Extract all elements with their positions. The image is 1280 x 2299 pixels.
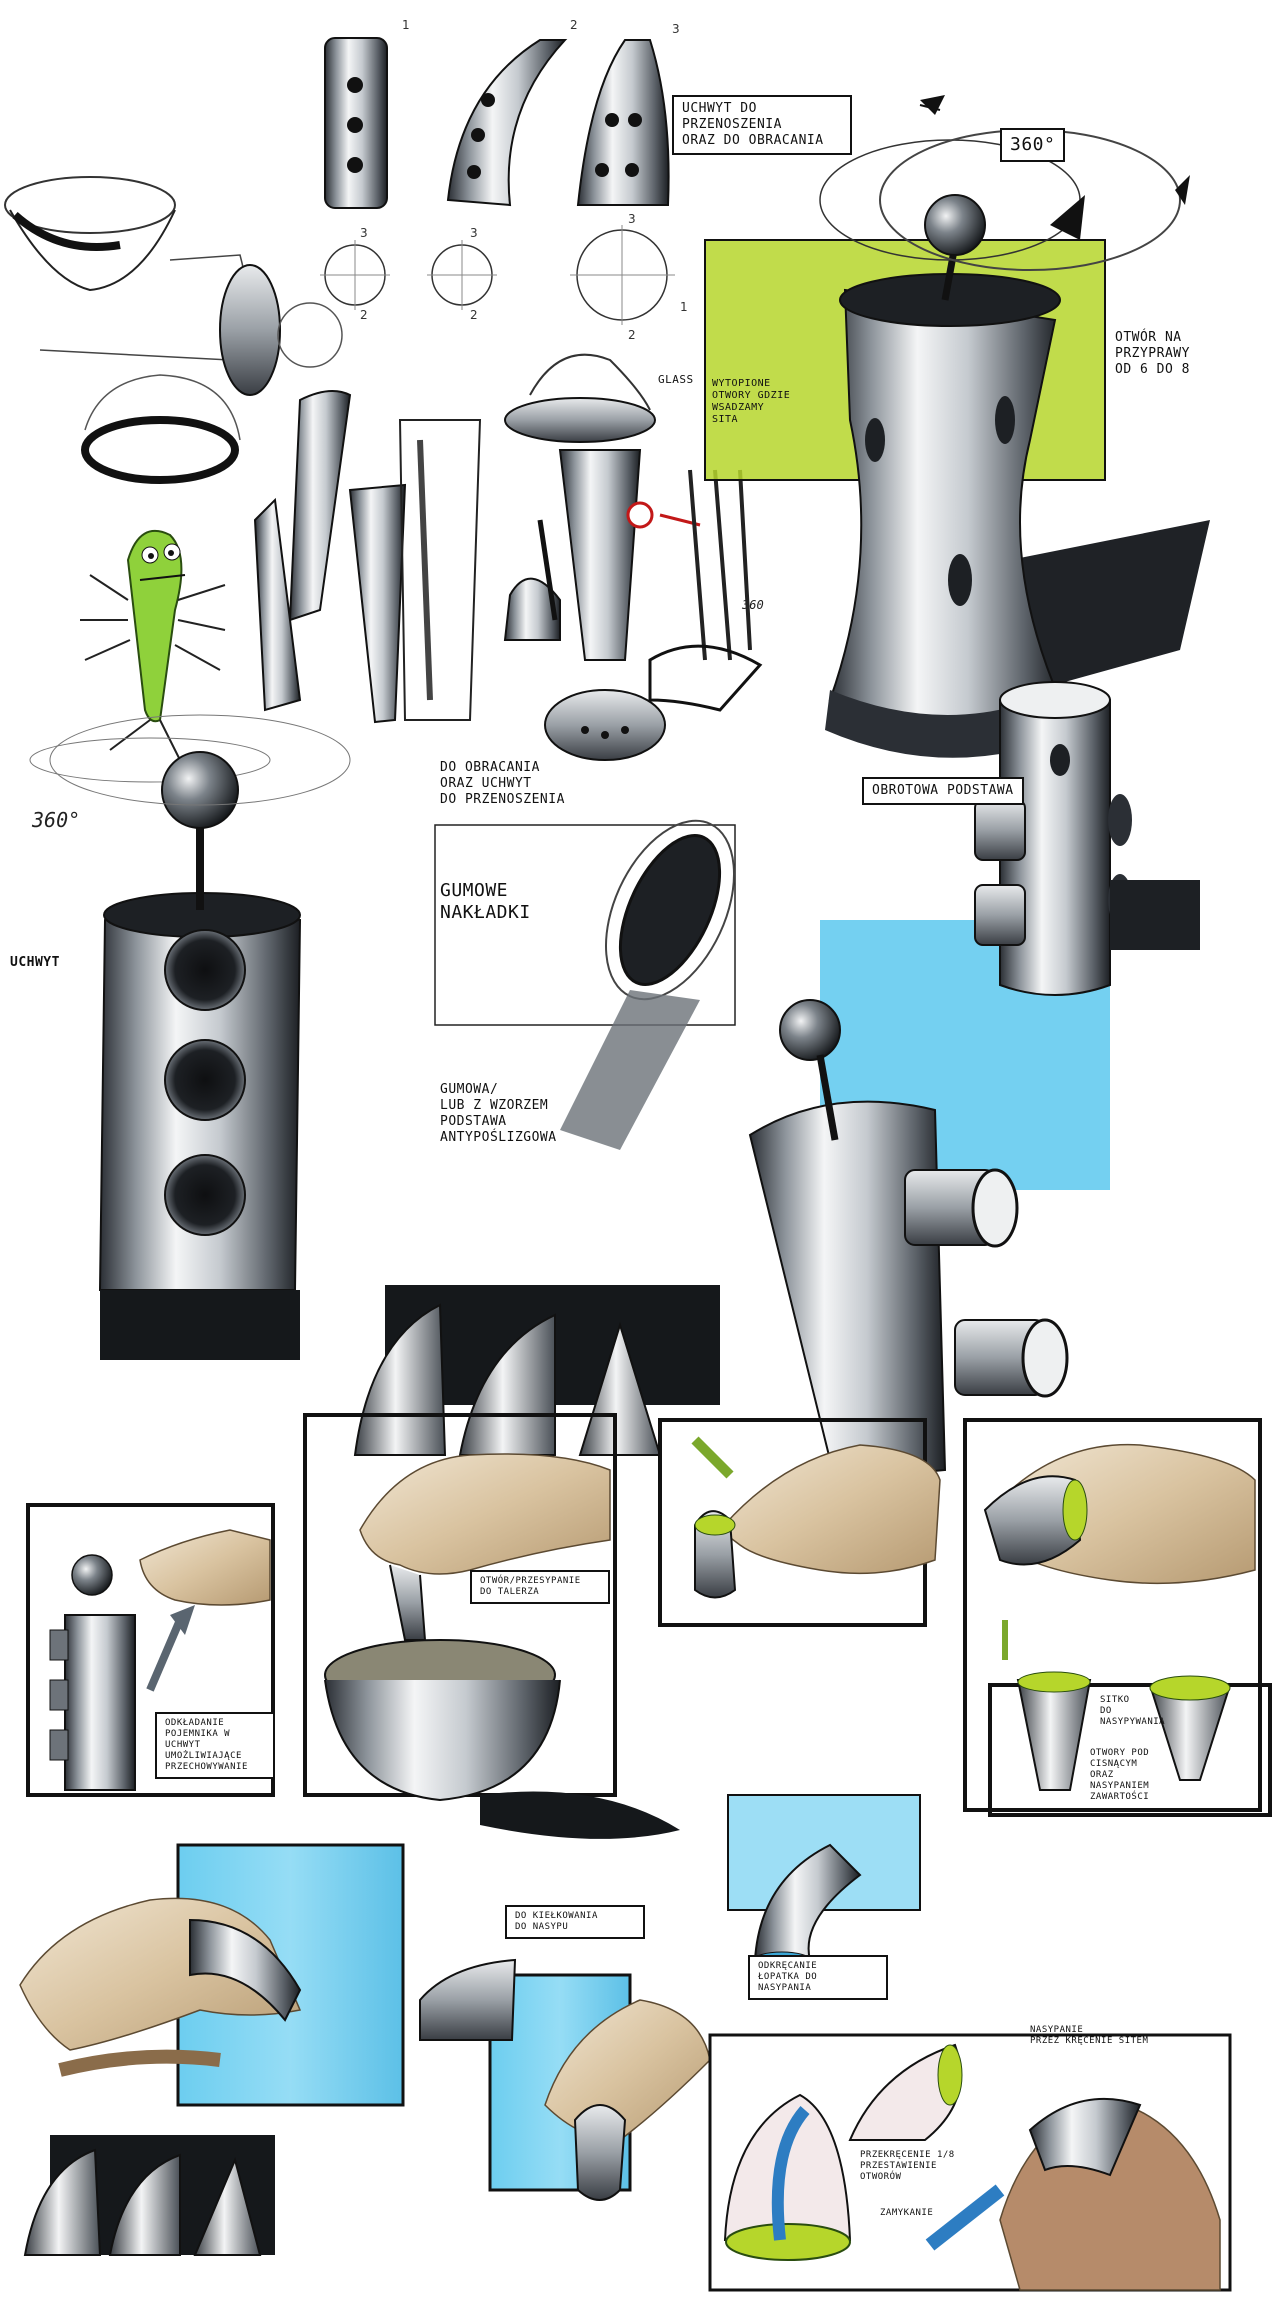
hand-bowl-scene <box>303 1413 680 1839</box>
label-pinch-note: DO KIEŁKOWANIA DO NASYPU <box>505 1905 645 1939</box>
label-360-small: 360 <box>742 598 764 612</box>
label-pour-note-2: ODKRĘCANIE ŁOPATKA DO NASYPANIA <box>748 1955 888 2000</box>
bowl-sketch <box>4 176 343 484</box>
tall-sketches-row <box>253 353 763 761</box>
label-rubber-base: GUMOWA/ LUB Z WZORZEM PODSTAWA ANTYPOŚLI… <box>440 1082 557 1145</box>
blue-tilt-panel <box>419 1958 711 2201</box>
label-twist-close: ZAMYKANIE <box>880 2208 934 2218</box>
label-pour-note: OTWÓR/PRZESYPANIE DO TALERZA <box>470 1570 610 1604</box>
label-rubber-feet: GUMOWE NAKŁADKI <box>440 880 531 923</box>
dim-label: 2 <box>628 328 636 342</box>
label-handle-left: UCHWYT <box>10 955 60 970</box>
view-number-1: 1 <box>402 18 410 32</box>
bottom-horn-band <box>23 2135 275 2256</box>
label-twist-note: PRZEKRĘCENIE 1/8 PRZESTAWIENIE OTWORÓW <box>860 2150 955 2182</box>
green-cup-scene <box>708 2033 1232 2292</box>
dim-label: 3 <box>628 212 636 226</box>
angled-cylinder-grinder <box>748 999 1069 1482</box>
label-pour-right: NASYPANIE PRZEZ KRĘCENIE SITEM <box>1030 2025 1149 2046</box>
handle-view-2 <box>427 39 568 310</box>
label-holes-note: WYTOPIONE OTWORY GDZIE WSADZAMY SITA <box>712 378 791 425</box>
label-360-left: 360° <box>32 808 81 832</box>
label-unit-storage: ODKŁADANIE POJEMNIKA W UCHWYT UMOŻLIWIAJ… <box>155 1712 275 1779</box>
monster-doodle-icon <box>29 530 271 783</box>
label-360-top: 360° <box>1000 128 1066 162</box>
label-sieve-note: SITKO DO NASYPYWANIA <box>1100 1695 1166 1727</box>
hand-twist-frame <box>963 1418 1272 1817</box>
label-holes-under: OTWORY POD CISNĄCYM ORAZ NASYPANIEM ZAWA… <box>1090 1748 1150 1802</box>
dim-label: 3 <box>470 226 478 240</box>
dim-label: 2 <box>470 308 478 322</box>
cones-black-band <box>353 1285 720 1456</box>
handle-view-3 <box>570 39 675 325</box>
dim-label: 3 <box>360 226 368 240</box>
label-rotate-handle: DO OBRACANIA ORAZ UCHWYT DO PRZENOSZENIA <box>440 760 565 807</box>
tall-holes-grinder <box>49 714 351 1360</box>
dim-label: 2 <box>360 308 368 322</box>
label-glass: GLASS <box>658 373 694 386</box>
storage-panel <box>26 1503 275 1797</box>
blue-hand-panel <box>19 1843 405 2107</box>
main-grinder-green <box>704 95 1210 758</box>
handle-view-1 <box>320 37 390 310</box>
view-number-2: 2 <box>570 18 578 32</box>
view-number-3: 3 <box>672 22 680 36</box>
label-rotating-base: OBROTOWA PODSTAWA <box>862 777 1024 805</box>
label-opening: OTWÓR NA PRZYPRAWY OD 6 DO 8 <box>1115 330 1190 377</box>
hatched-horn <box>727 1794 921 1969</box>
label-handle-rotate: UCHWYT DO PRZENOSZENIA ORAZ DO OBRACANIA <box>672 95 852 155</box>
dim-label: 1 <box>680 300 688 314</box>
rubber-foot-sketch <box>434 819 736 1150</box>
hand-pinch-frame <box>658 1418 941 1627</box>
